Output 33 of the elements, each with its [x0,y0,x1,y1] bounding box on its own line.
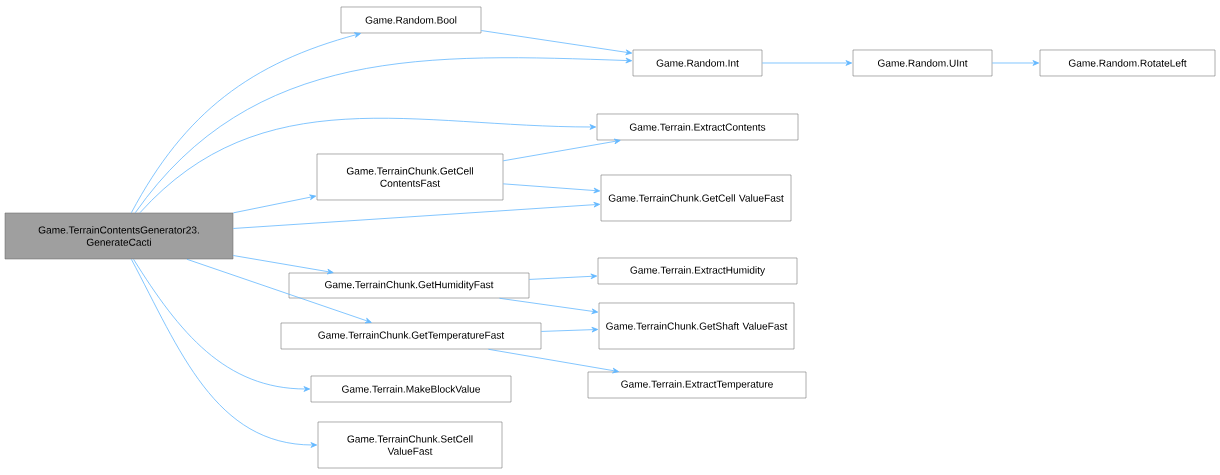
function-box: Game.TerrainChunk.GetTemperatureFast [280,322,542,350]
function-box: Game.TerrainChunk.GetShaft ValueFast [598,302,795,350]
arrow [502,183,601,194]
arrow [232,194,317,214]
arrow [130,32,361,214]
arrow [480,30,633,56]
function-box: Game.Terrain.ExtractTemperature [587,371,807,399]
function-box: Game.Terrain.MakeBlockValue [310,375,512,403]
function-box: Game.Random.UInt [852,49,993,77]
arrow [499,297,599,315]
arrow [232,201,601,229]
function-box: Game.Terrain.ExtractHumidity [597,257,798,285]
arrow [502,138,621,162]
arrow [991,60,1040,66]
arrow [761,60,853,66]
function-box: Game.Random.RotateLeft [1039,49,1216,77]
function-box: Game.TerrainChunk.GetHumidityFast [288,272,530,299]
arrow [232,255,334,275]
function-box: Game.TerrainContentsGenerator23. GenerateCacti [4,212,234,260]
arrow [528,273,598,280]
arrow [186,258,372,324]
arrow [488,348,619,374]
function-box: Game.Random.Bool [340,6,482,34]
function-box: Game.TerrainChunk.GetCell ValueFast [600,174,792,222]
arrow [134,57,633,214]
arrow [139,117,597,214]
function-box: Game.TerrainChunk.SetCell ValueFast [317,421,503,469]
arrow [130,258,318,448]
function-box: Game.Random.Int [632,49,763,77]
arrow [540,326,599,333]
function-box: Game.TerrainChunk.GetCell ContentsFast [316,153,504,201]
function-box: Game.Terrain.ExtractContents [596,113,799,141]
arrow [133,258,311,392]
